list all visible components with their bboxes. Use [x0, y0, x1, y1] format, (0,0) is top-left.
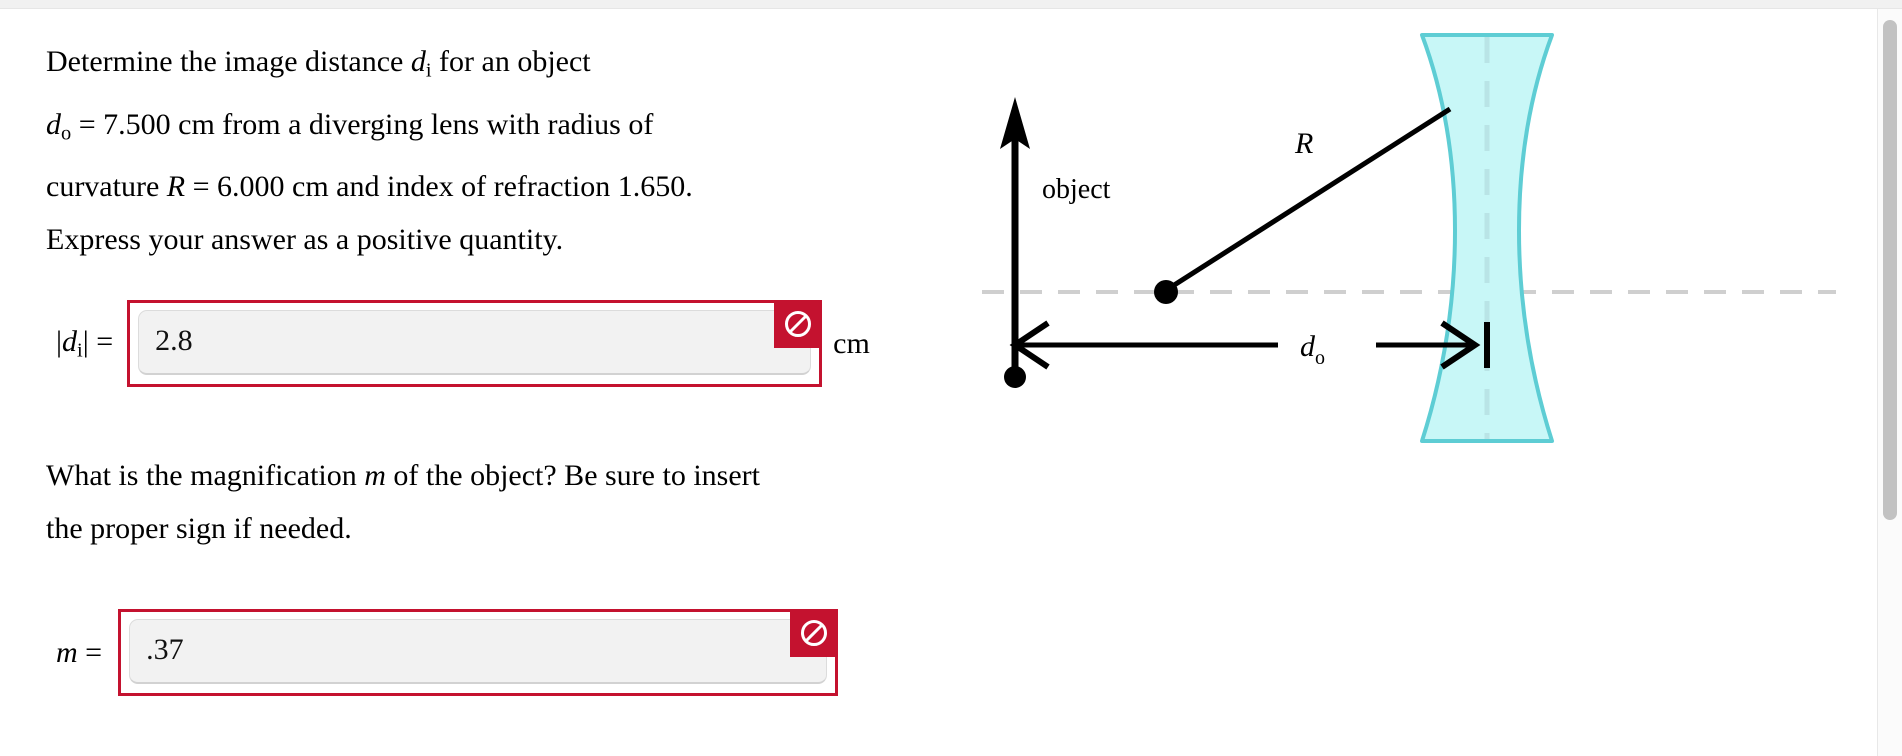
variable-d: d	[410, 45, 426, 78]
optics-diagram: object R do	[960, 23, 1860, 543]
variable-R: R	[166, 170, 186, 204]
object-arrow-head	[1000, 97, 1030, 149]
answer-box-di[interactable]	[127, 300, 823, 387]
problem-statement: Determine the image distance di for an o…	[46, 35, 876, 266]
problem-line-3-text-b: = 6.000 cm and index of refraction 1.650…	[185, 170, 693, 204]
answer-row-m: m =	[56, 609, 839, 696]
answer-label-di: |di| =	[56, 325, 113, 363]
problem-line-2: do = 7.500 cm from a diverging lens with…	[46, 98, 876, 161]
problem-line-2-text: = 7.500 cm from a diverging lens with ra…	[71, 107, 654, 141]
window-top-strip	[0, 0, 1902, 9]
variable-di: di	[410, 45, 432, 82]
answer-box-m[interactable]	[118, 609, 839, 696]
status-badge-di	[774, 300, 823, 348]
subscript-i: i	[77, 339, 83, 362]
answer-row-di: |di| = cm	[56, 300, 870, 387]
status-badge-m	[790, 609, 839, 657]
answer-input-di[interactable]	[138, 310, 812, 375]
abs-bar-left: |	[56, 324, 63, 358]
object-distance-arrowhead-left	[1009, 320, 1050, 370]
radius-line	[1166, 106, 1452, 292]
radius-label: R	[1294, 127, 1313, 160]
object-base-dot	[1004, 366, 1026, 388]
variable-m: m	[364, 459, 386, 492]
no-entry-icon	[799, 618, 829, 648]
answer-unit-cm: cm	[833, 326, 870, 360]
question-2-line-2: the proper sign if needed.	[46, 512, 352, 545]
problem-page: Determine the image distance di for an o…	[0, 9, 1877, 756]
subscript-i: i	[425, 59, 432, 82]
question-2-text: What is the magnification m of the objec…	[46, 449, 946, 555]
subscript-o: o	[61, 122, 72, 145]
variable-di-label: di	[62, 324, 83, 362]
variable-m-label: m	[56, 635, 78, 669]
variable-d: d	[46, 107, 61, 141]
variable-do: do	[46, 107, 72, 145]
question-2-line-1: What is the magnification m of the objec…	[46, 449, 946, 502]
vertical-scrollbar[interactable]	[1877, 9, 1902, 756]
object-distance-arrowhead-right	[1440, 320, 1481, 370]
question-2-text-b: of the object? Be sure to insert	[385, 459, 760, 492]
problem-line-3-text-a: curvature	[46, 170, 167, 204]
question-2-text-a: What is the magnification	[46, 459, 365, 492]
object-label: object	[1042, 174, 1111, 205]
scrollbar-thumb[interactable]	[1883, 20, 1897, 520]
variable-d: d	[62, 324, 78, 358]
answer-label-m: m =	[56, 636, 102, 670]
problem-line-3: curvature R = 6.000 cm and index of refr…	[46, 160, 876, 213]
answer-field-wrap-di	[138, 300, 823, 375]
object-distance-label: do	[1300, 330, 1325, 369]
problem-line-1-text-b: for an object	[431, 45, 591, 78]
equals-sign: | =	[82, 324, 114, 358]
answer-field-wrap-m	[129, 609, 839, 684]
no-entry-icon	[783, 309, 813, 339]
answer-input-m[interactable]	[129, 619, 828, 684]
subscript-o: o	[1315, 347, 1325, 369]
equals-sign: =	[77, 635, 103, 669]
problem-line-1-text-a: Determine the image distance	[46, 45, 411, 78]
variable-d: d	[1300, 330, 1316, 363]
problem-line-1: Determine the image distance di for an o…	[46, 35, 876, 98]
problem-line-4: Express your answer as a positive quanti…	[46, 223, 564, 257]
